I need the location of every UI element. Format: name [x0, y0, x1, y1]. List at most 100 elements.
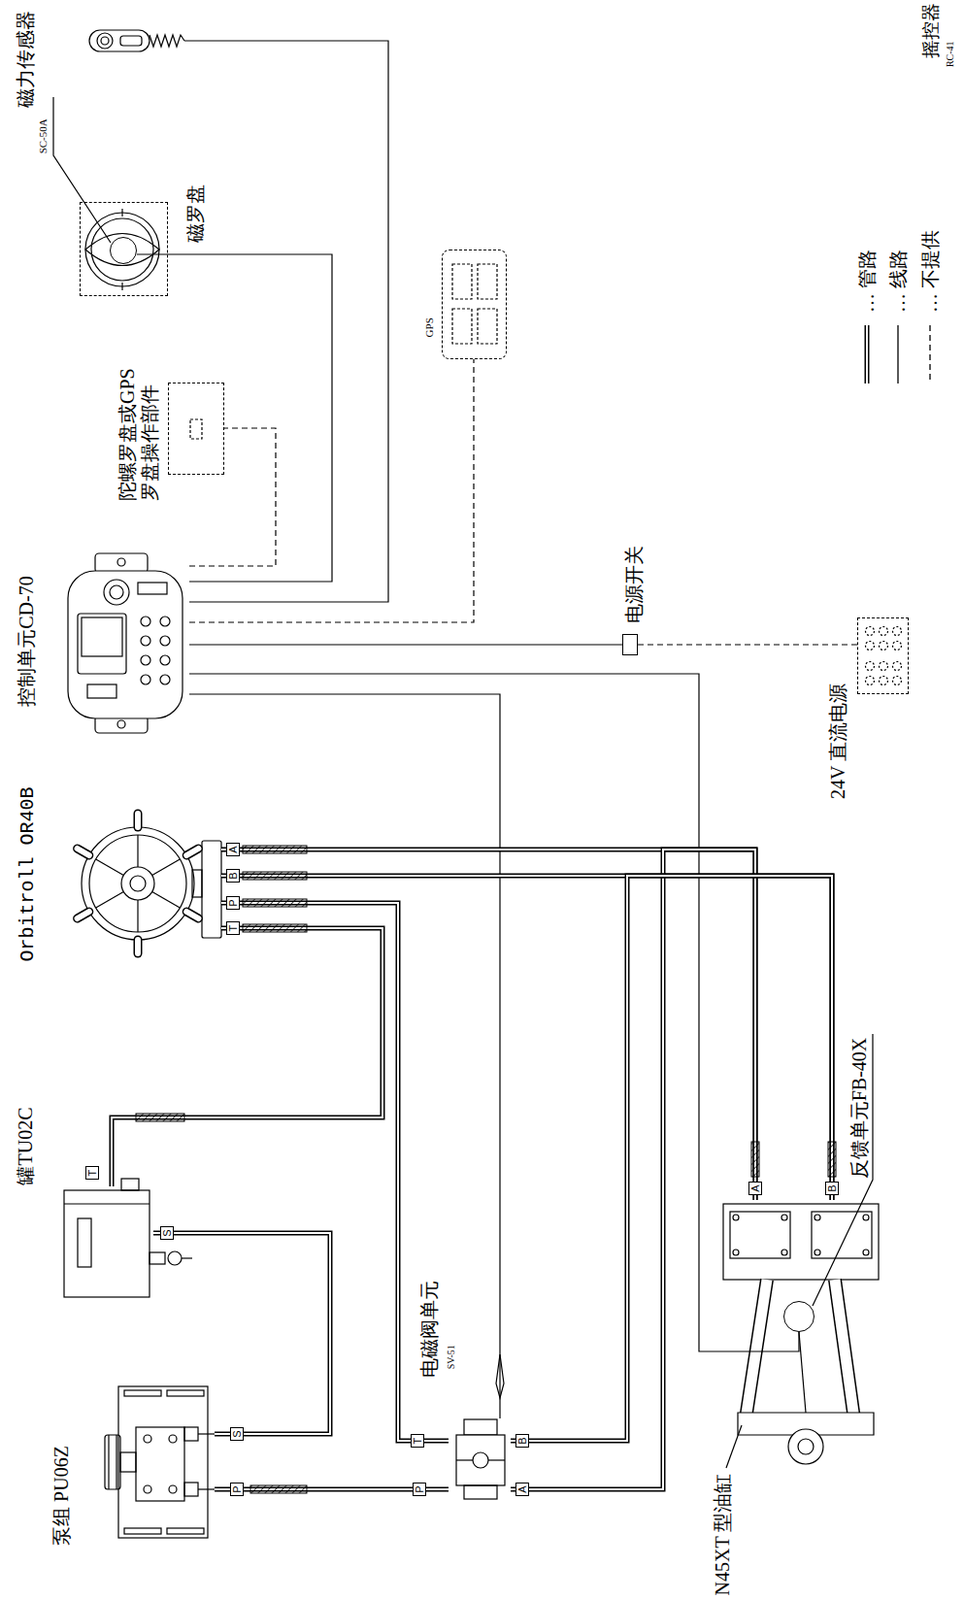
- dc-power-supply: 24V 直流电源: [857, 617, 909, 695]
- pump-drawing: [168, 1434, 177, 1443]
- hydraulic-pipe: [221, 849, 756, 1200]
- magnetic-sensor: 磁力传感器SC-50A: [109, 236, 137, 265]
- hydraulic-pipe: [153, 1232, 331, 1434]
- compass-drawing: [121, 282, 123, 291]
- control-unit-drawing: [87, 684, 117, 699]
- leader-line: [726, 1425, 742, 1468]
- battery-drawing: [865, 662, 875, 671]
- battery-drawing: [893, 662, 902, 671]
- valve-drawing: [456, 1354, 505, 1499]
- steering-wheel-drawing: [136, 834, 138, 867]
- steering-wheel-drawing: [81, 827, 195, 940]
- tank-drawing: [181, 1257, 193, 1259]
- component-label: 电源开关: [623, 544, 646, 623]
- port-label: S: [230, 1427, 244, 1441]
- tank-drawing: [121, 1178, 139, 1191]
- hydraulic-pipe: [221, 849, 756, 1200]
- gyro-compass-unit: 陀螺罗盘或GPS 罗盘操作部件: [167, 382, 225, 475]
- hydraulic-pipe: [510, 875, 832, 1441]
- component-label: GPS: [423, 317, 436, 337]
- pump-drawing: [107, 1434, 109, 1490]
- control-unit-drawing: [160, 655, 170, 665]
- braided-hose: [751, 1141, 760, 1177]
- compass-drawing: [121, 208, 123, 217]
- control-unit-drawing: [95, 553, 148, 573]
- steering-wheel-drawing: [96, 892, 125, 909]
- signal-wire: [136, 254, 333, 582]
- hydraulic-pipe: [111, 928, 383, 1187]
- port-label: B: [825, 1181, 839, 1196]
- signal-wire: [189, 428, 276, 566]
- valve-drawing: [456, 1459, 473, 1461]
- component-label: 罐TU02C: [14, 1106, 37, 1185]
- signal-wire: [189, 673, 799, 1352]
- control-unit-drawing: [103, 579, 130, 605]
- braided-hose: [828, 1141, 836, 1177]
- signal-wire: [184, 40, 389, 602]
- hydraulic-pipe: [221, 902, 449, 1441]
- pump-drawing: [120, 1452, 136, 1472]
- tank-drawing: [167, 1251, 182, 1265]
- steering-wheel-drawing: [152, 892, 181, 909]
- hydraulic-pipe: [221, 875, 832, 1200]
- hydraulic-pipe: [510, 875, 832, 1441]
- valve-drawing: [464, 1419, 498, 1435]
- wheel-handle: [186, 911, 199, 919]
- remote-control-drawing: [100, 36, 109, 45]
- signal-wire: [189, 673, 799, 1352]
- control-unit-drawing: [117, 720, 126, 729]
- legend-sample: [866, 325, 868, 384]
- braided-hose: [250, 1485, 307, 1494]
- pump-drawing: [104, 1434, 121, 1490]
- pump-drawing: [124, 1528, 162, 1534]
- cylinder-drawing: [814, 1249, 821, 1256]
- cylinder-drawing: [723, 1203, 879, 1464]
- cylinder-drawing: [730, 1211, 791, 1259]
- legend-text: … 管路: [856, 249, 879, 313]
- hydraulic-cylinder: 反馈单元FB-40XN45XT 型油缸: [719, 1199, 883, 1482]
- wheel-handle: [186, 911, 199, 919]
- valve-drawing: [488, 1459, 505, 1461]
- component-label: 控制单元CD-70: [15, 575, 38, 706]
- hydraulic-pipe: [221, 902, 449, 1441]
- hydraulic-pipe: [111, 928, 383, 1187]
- model-number: SV-51: [444, 1344, 457, 1369]
- control-unit-drawing: [67, 553, 183, 733]
- wheel-handle: [133, 813, 143, 828]
- control-unit-drawing: [140, 655, 151, 665]
- legend-sample: [897, 325, 898, 384]
- signal-wire: [189, 694, 500, 1419]
- gps-display-drawing: [452, 264, 498, 344]
- model-number: SC-50A: [36, 118, 50, 154]
- legend-sample: [864, 325, 870, 384]
- steering-wheel-drawing: [121, 866, 155, 900]
- wheel-handle: [77, 813, 200, 954]
- oil-tank: 罐TU02C: [61, 1186, 154, 1301]
- remote-control: 摇控器RC-41: [89, 27, 185, 55]
- component-label: 电磁阀单元: [418, 1279, 441, 1377]
- pump-drawing: [198, 1432, 215, 1434]
- model-number: RC-41: [943, 40, 956, 67]
- steering-unit: Orbitroll OR40B: [69, 805, 222, 962]
- port-label: T: [85, 1165, 100, 1180]
- compass-drawing: [85, 233, 160, 266]
- signal-wire: [189, 643, 623, 645]
- steering-wheel-drawing: [77, 813, 222, 954]
- braided-hose: [242, 898, 307, 907]
- hydraulic-pipe: [221, 875, 832, 1200]
- wheel-handle: [77, 911, 90, 919]
- component-label: Orbitroll OR40B: [16, 786, 39, 962]
- remote-control-drawing: [89, 30, 185, 52]
- pump-drawing: [168, 1485, 177, 1494]
- legend-sample: [897, 325, 899, 384]
- hydraulic-pipe: [221, 902, 449, 1441]
- magnetic-compass: 磁力传感器SC-50A磁罗盘: [79, 201, 168, 297]
- remote-control-drawing: [120, 35, 142, 46]
- pump-drawing: [166, 1390, 204, 1397]
- hydraulic-pipe: [153, 1232, 331, 1434]
- cylinder-drawing: [863, 1214, 869, 1221]
- control-unit-drawing: [160, 635, 170, 646]
- braided-hose: [135, 845, 836, 1494]
- control-unit-drawing: [81, 617, 123, 657]
